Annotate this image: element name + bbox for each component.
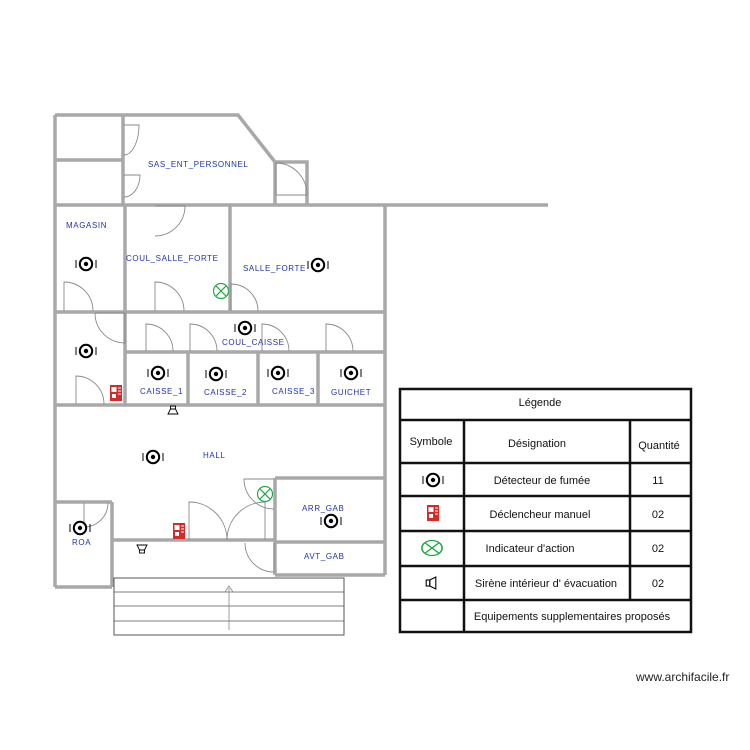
legend-row-quantity: 02 [652, 578, 664, 590]
manual-call-point-icon [172, 522, 186, 540]
stairs [113, 577, 345, 636]
evacuation-siren-icon [167, 405, 179, 415]
room-label-arr-gab: ARR_GAB [302, 504, 344, 513]
room-labels: SAS_ENT_PERSONNEL MAGASIN COUL_SALLE_FOR… [66, 160, 371, 561]
manual-call-point-icon [426, 504, 440, 522]
manual-call-point-icon [109, 384, 123, 402]
smoke-detector-icon [267, 365, 289, 381]
smoke-detector-icon [234, 320, 256, 336]
legend-header-quantity: Quantité [638, 440, 680, 452]
room-label-coul-salle-forte: COUL_SALLE_FORTE [126, 254, 219, 263]
room-label-caisse-1: CAISSE_1 [140, 387, 183, 396]
evacuation-siren-icon [136, 544, 148, 554]
legend-footer: Equipements supplementaires proposés [474, 611, 671, 623]
watermark: www.archifacile.fr [636, 670, 730, 684]
legend-row-quantity: 11 [652, 475, 663, 487]
smoke-detector-icon [320, 513, 342, 529]
smoke-detector-icon [147, 365, 169, 381]
legend-row-quantity: 02 [652, 543, 664, 555]
legend-title: Légende [519, 397, 562, 409]
smoke-detector-icon [75, 256, 97, 272]
action-indicator-icon [421, 539, 443, 557]
walls [53, 113, 548, 589]
legend-row-quantity: 02 [652, 509, 664, 521]
smoke-detector-icon [69, 520, 91, 536]
legend-row-designation: Déclencheur manuel [490, 509, 591, 521]
smoke-detector-icon [340, 365, 362, 381]
smoke-detector-icon [142, 449, 164, 465]
room-label-salle-forte: SALLE_FORTE [243, 264, 306, 273]
room-label-sas: SAS_ENT_PERSONNEL [148, 160, 248, 169]
doors [63, 124, 354, 573]
legend-row-designation: Sirène intérieur d' évacuation [475, 578, 617, 590]
legend-table: Légende Symbole Désignation Quantité Dét… [398, 387, 693, 634]
room-label-caisse-2: CAISSE_2 [204, 388, 247, 397]
room-label-coul-caisse: COUL_CAISSE [222, 338, 285, 347]
action-indicator-icon [256, 485, 274, 503]
room-label-magasin: MAGASIN [66, 221, 107, 230]
legend-row-designation: Détecteur de fumée [494, 475, 591, 487]
room-label-roa: ROA [72, 538, 91, 547]
room-label-avt-gab: AVT_GAB [304, 552, 345, 561]
action-indicator-icon [212, 282, 230, 300]
legend-header-designation: Désignation [508, 438, 566, 450]
smoke-detector-icon [75, 343, 97, 359]
room-label-guichet: GUICHET [331, 388, 371, 397]
legend-row-designation: Indicateur d'action [486, 543, 575, 555]
smoke-detector-icon [205, 366, 227, 382]
room-label-caisse-3: CAISSE_3 [272, 387, 315, 396]
room-label-hall: HALL [203, 451, 225, 460]
smoke-detector-icon [307, 257, 329, 273]
legend-header-symbol: Symbole [410, 436, 453, 448]
